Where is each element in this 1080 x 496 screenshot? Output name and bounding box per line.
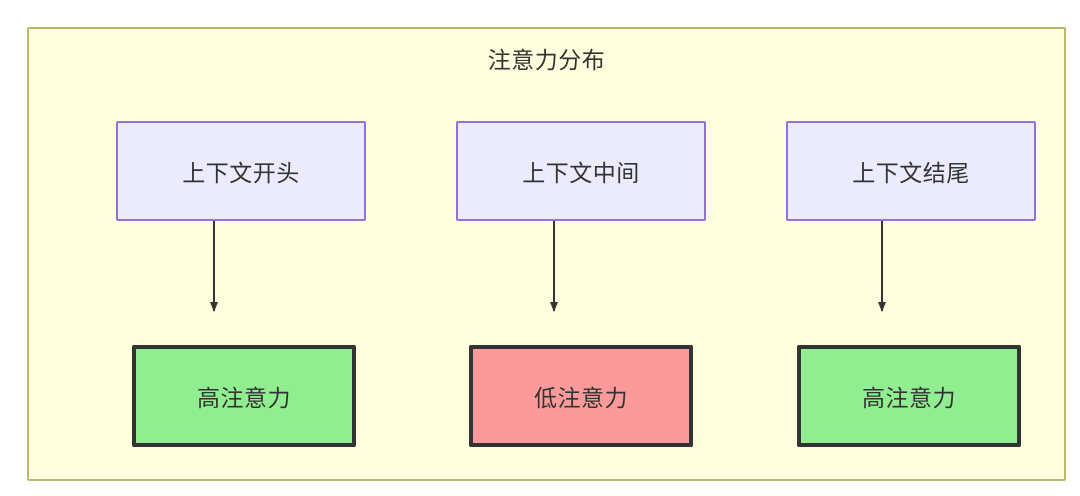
node-low-attention-middle[interactable]: 低注意力 xyxy=(469,345,693,447)
node-context-middle[interactable]: 上下文中间 xyxy=(456,121,706,221)
node-label: 低注意力 xyxy=(534,385,628,411)
subgraph-title: 注意力分布 xyxy=(487,47,606,73)
node-label: 上下文中间 xyxy=(522,160,640,186)
node-context-start[interactable]: 上下文开头 xyxy=(116,121,366,221)
node-label: 上下文开头 xyxy=(182,160,300,186)
node-label: 高注意力 xyxy=(197,385,291,411)
node-label: 高注意力 xyxy=(862,385,956,411)
node-high-attention-end[interactable]: 高注意力 xyxy=(797,345,1021,447)
attention-distribution-container: 注意力分布 上下文开头 上下文中间 上下文 xyxy=(27,27,1066,481)
node-high-attention-start[interactable]: 高注意力 xyxy=(132,345,356,447)
node-context-end[interactable]: 上下文结尾 xyxy=(786,121,1036,221)
node-label: 上下文结尾 xyxy=(852,160,970,186)
